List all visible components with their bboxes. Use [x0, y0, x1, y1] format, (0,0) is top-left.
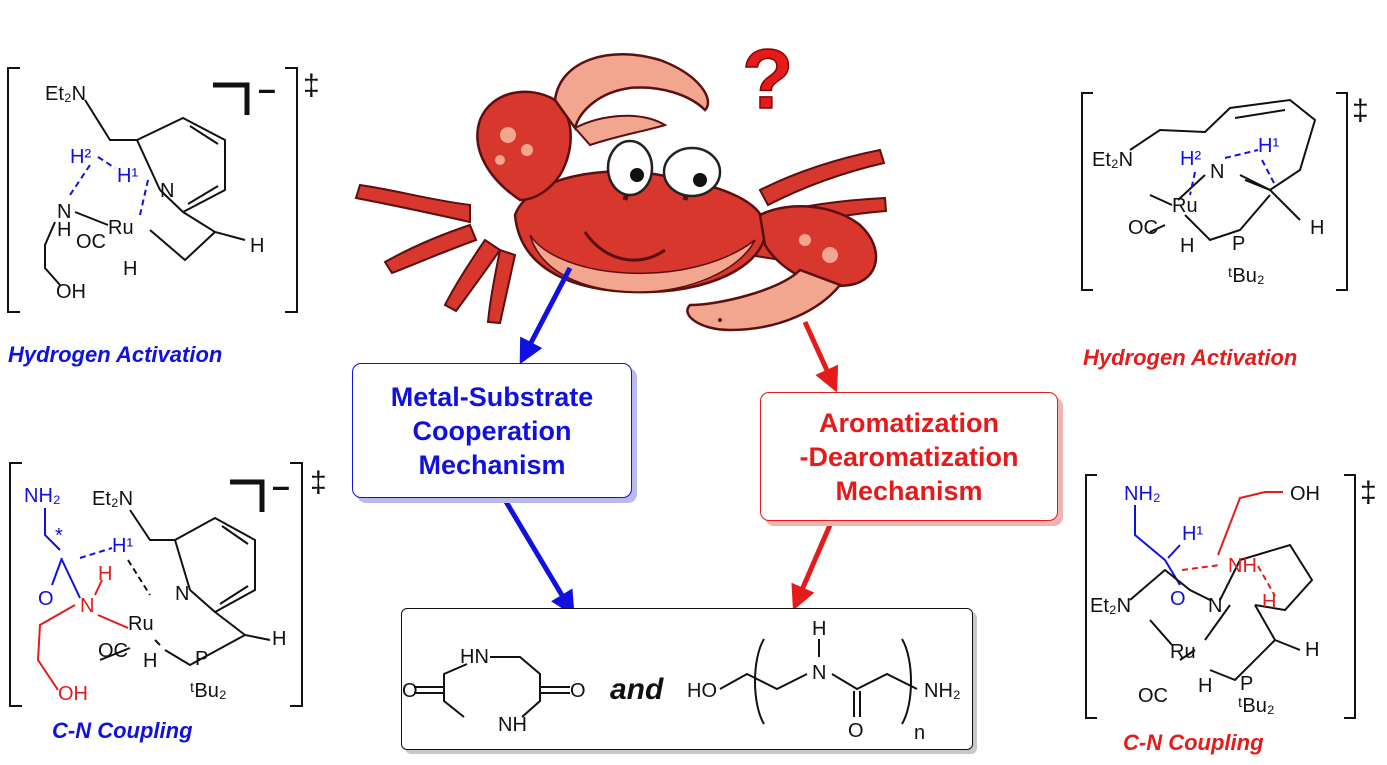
svg-text:Ru: Ru	[108, 217, 134, 239]
svg-text:N: N	[160, 180, 174, 202]
svg-text:‡: ‡	[1360, 476, 1377, 509]
metal-substrate-line-2: Cooperation	[412, 415, 572, 446]
svg-text:H: H	[123, 258, 137, 280]
svg-text:ᵗBu₂: ᵗBu₂	[1238, 695, 1275, 717]
caption-bottom-left: C-N Coupling	[52, 718, 193, 743]
crab-left-claw	[476, 53, 710, 202]
svg-text:n: n	[914, 722, 925, 744]
diketopiperazine-structure: HN NH O O	[402, 646, 586, 736]
svg-text:H²: H²	[1180, 148, 1201, 170]
svg-text:Ru: Ru	[1172, 195, 1198, 217]
svg-text:OH: OH	[1290, 483, 1320, 505]
svg-text:Et₂N: Et₂N	[45, 83, 86, 105]
svg-text:H: H	[1310, 217, 1324, 239]
svg-text:H¹: H¹	[1258, 135, 1279, 157]
arrow-crab-to-metal-substrate	[519, 266, 573, 365]
svg-text:O: O	[1170, 588, 1186, 610]
crab-left-legs	[354, 183, 517, 325]
svg-text:OH: OH	[58, 683, 88, 705]
metal-substrate-mechanism-box: Metal-Substrate Cooperation Mechanism	[352, 363, 632, 498]
svg-text:OC: OC	[98, 640, 128, 662]
svg-text:*: *	[55, 525, 63, 547]
svg-text:O: O	[570, 680, 586, 702]
arrow-metal-substrate-to-products	[502, 498, 575, 617]
svg-text:H: H	[1198, 675, 1212, 697]
question-mark: ?	[742, 32, 793, 126]
svg-text:H¹: H¹	[117, 165, 138, 187]
svg-text:H¹: H¹	[112, 535, 133, 557]
arrow-aromatization-to-products	[791, 524, 833, 611]
crab-belly	[529, 234, 756, 293]
aromatization-line-1: Aromatization	[818, 407, 999, 438]
crab-right-claw	[686, 205, 878, 332]
svg-text:NH: NH	[498, 714, 527, 736]
aromatization-mechanism-box: Aromatization -Dearomatization Mechanism	[760, 392, 1058, 521]
svg-text:O: O	[402, 680, 418, 702]
svg-text:OC: OC	[1138, 685, 1168, 707]
aromatization-line-3: Mechanism	[835, 475, 983, 506]
svg-text:N: N	[1208, 595, 1222, 617]
products-box: HN NH O O and HO H N O n NH₂	[401, 608, 973, 750]
svg-text:P: P	[1232, 233, 1245, 255]
svg-text:ᵗBu₂: ᵗBu₂	[190, 680, 227, 702]
svg-text:H: H	[812, 618, 826, 640]
svg-text:–: –	[272, 468, 290, 504]
and-text: and	[610, 673, 664, 706]
svg-text:NH: NH	[1228, 555, 1257, 577]
svg-text:OC: OC	[76, 231, 106, 253]
svg-text:N: N	[80, 595, 94, 617]
svg-text:HO: HO	[687, 680, 717, 702]
structure-bottom-left: – ‡ NH₂ Et₂N * H¹ N O	[9, 462, 327, 707]
svg-text:H: H	[1180, 235, 1194, 257]
crab-mouth	[583, 231, 666, 262]
metal-substrate-line-3: Mechanism	[418, 449, 566, 480]
svg-text:Ru: Ru	[128, 613, 154, 635]
svg-text:NH₂: NH₂	[24, 485, 61, 507]
arrow-crab-to-aromatization	[802, 320, 839, 393]
svg-text:H¹: H¹	[1182, 523, 1203, 545]
svg-text:Et₂N: Et₂N	[1092, 149, 1133, 171]
svg-text:N: N	[175, 583, 189, 605]
svg-text:N: N	[812, 662, 826, 684]
svg-text:Et₂N: Et₂N	[1090, 595, 1131, 617]
svg-text:H: H	[98, 563, 112, 585]
svg-text:ᵗBu₂: ᵗBu₂	[1228, 265, 1265, 287]
structure-top-left: – ‡ Et₂N H² H¹ N N H Ru OC H H OH	[7, 67, 320, 313]
svg-text:P: P	[195, 648, 208, 670]
svg-text:NH₂: NH₂	[1124, 483, 1161, 505]
svg-text:Et₂N: Et₂N	[92, 488, 133, 510]
svg-text:O: O	[38, 588, 54, 610]
svg-text:H: H	[1305, 639, 1319, 661]
svg-text:H: H	[272, 628, 286, 650]
caption-bottom-right: C-N Coupling	[1123, 730, 1264, 755]
metal-substrate-line-1: Metal-Substrate	[390, 381, 594, 412]
structure-bottom-right: ‡ NH₂ OH H¹ NH H O N Et₂N Ru OC H P	[1085, 474, 1377, 719]
svg-text:Ru: Ru	[1170, 641, 1196, 663]
svg-text:OC: OC	[1128, 217, 1158, 239]
svg-text:‡: ‡	[1352, 94, 1369, 127]
svg-text:H: H	[57, 219, 71, 241]
svg-text:O: O	[848, 720, 864, 742]
caption-top-left: Hydrogen Activation	[8, 342, 222, 367]
svg-text:H: H	[250, 235, 264, 257]
svg-text:‡: ‡	[310, 466, 327, 499]
svg-text:NH₂: NH₂	[924, 680, 961, 702]
structure-top-right: ‡ Et₂N H² N H¹ Ru OC H P ᵗBu₂ H	[1081, 92, 1369, 291]
svg-text:–: –	[258, 71, 276, 107]
svg-text:N: N	[1210, 161, 1224, 183]
svg-text:H: H	[143, 650, 157, 672]
crab-eyes	[606, 139, 722, 201]
svg-text:P: P	[1240, 673, 1253, 695]
svg-text:H²: H²	[70, 146, 91, 168]
svg-text:OH: OH	[56, 281, 86, 303]
polypeptide-structure: HO H N O n NH₂	[687, 618, 961, 744]
svg-text:HN: HN	[460, 646, 489, 668]
svg-text:N: N	[57, 201, 71, 223]
svg-text:‡: ‡	[303, 69, 320, 102]
caption-top-right: Hydrogen Activation	[1083, 345, 1297, 370]
svg-text:H: H	[1262, 591, 1276, 613]
crab-illustration	[354, 53, 888, 332]
aromatization-line-2: -Dearomatization	[799, 441, 1019, 472]
arrows	[502, 266, 839, 617]
